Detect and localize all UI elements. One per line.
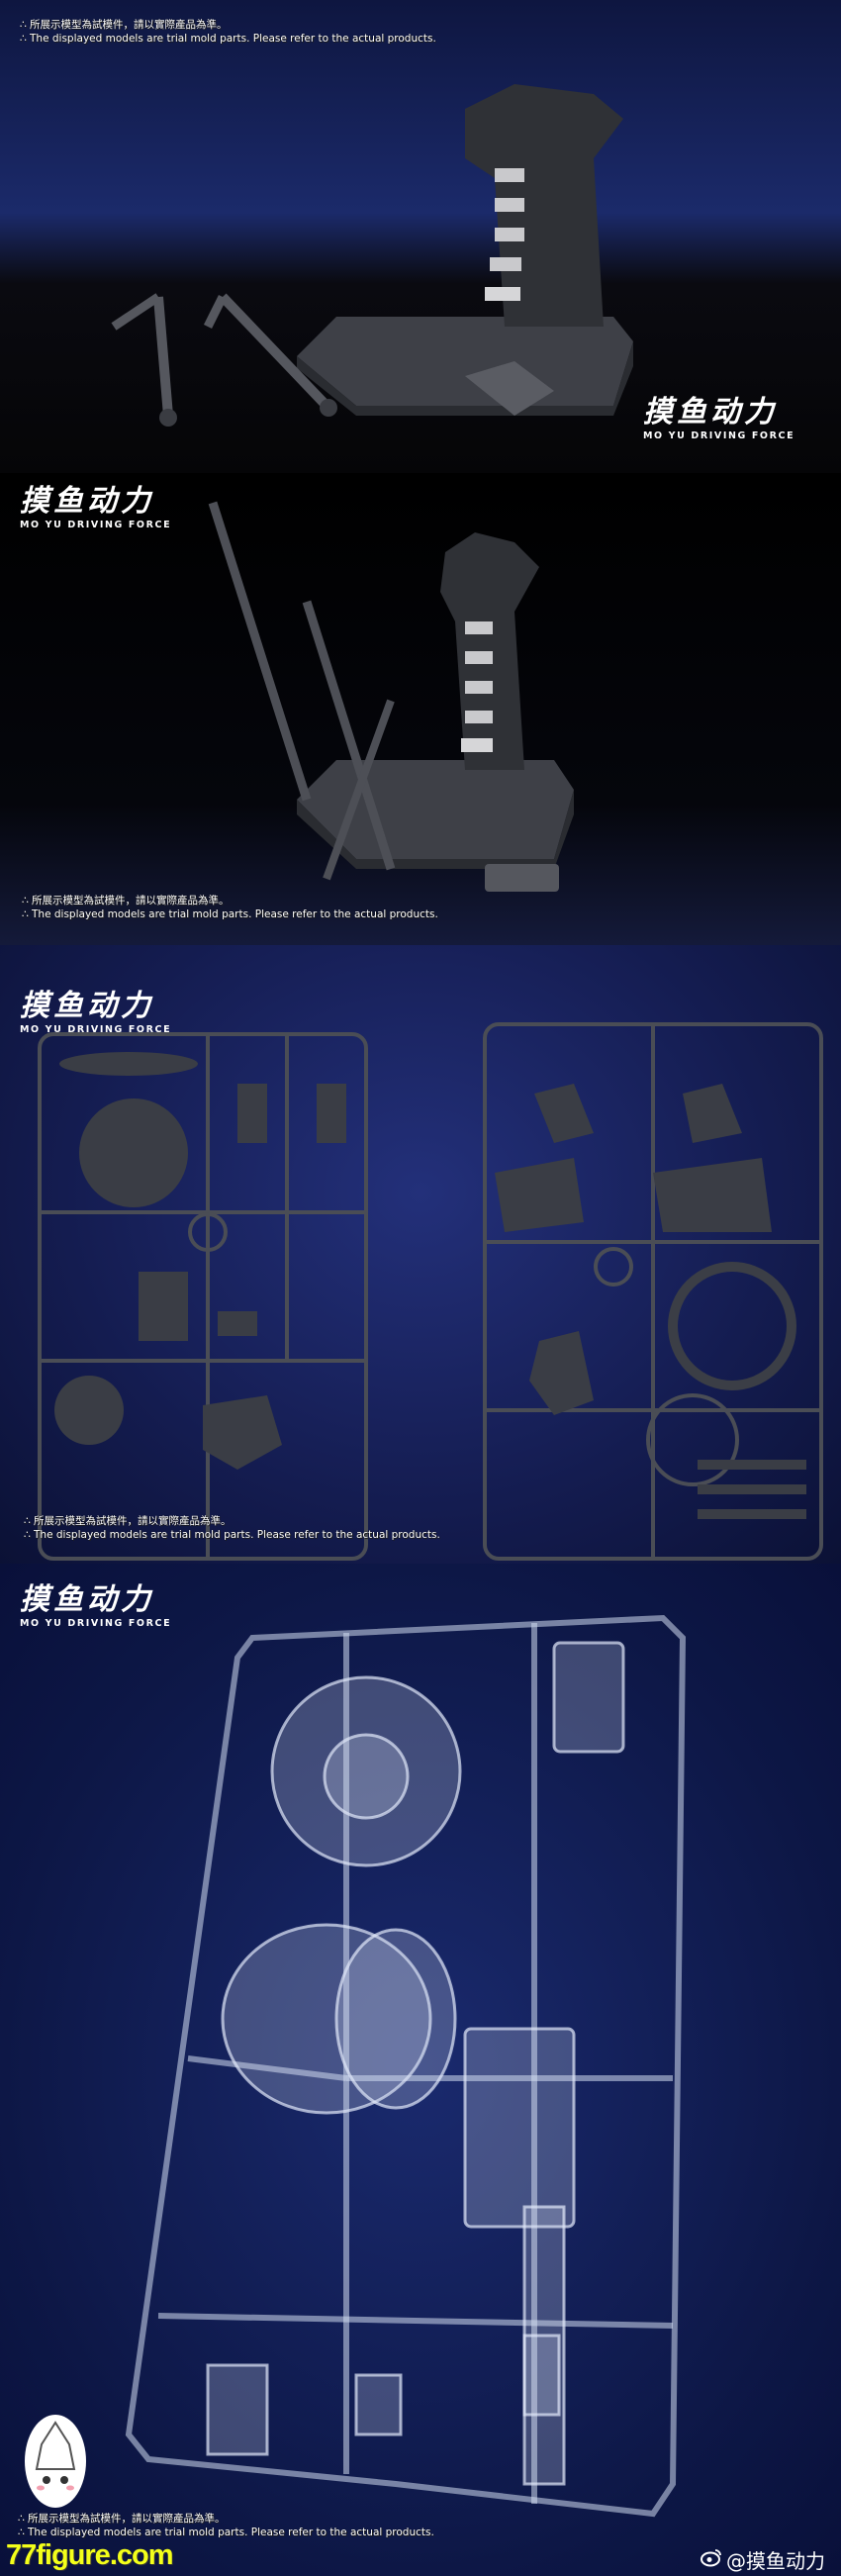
logo-en: MO YU DRIVING FORCE <box>20 520 172 530</box>
disclaimer-en: ∴ The displayed models are trial mold pa… <box>24 1529 440 1541</box>
weibo-icon <box>701 2547 722 2572</box>
brand-logo: 摸鱼动力 MO YU DRIVING FORCE <box>20 485 171 532</box>
avatar-illustration <box>35 2421 76 2491</box>
brand-logo: 摸鱼动力 MO YU DRIVING FORCE <box>20 1583 171 1631</box>
disclaimer-cn: ∴ 所展示模型為試模件，請以實際產品為準。 <box>20 19 228 31</box>
watermark-site: 77figure.com <box>6 2539 173 2571</box>
product-photo-stand-1: ∴ 所展示模型為試模件，請以實際產品為準。 ∴ The displayed mo… <box>0 0 841 473</box>
disclaimer: ∴ 所展示模型為試模件，請以實際產品為準。 ∴ The displayed mo… <box>22 894 438 921</box>
disclaimer: ∴ 所展示模型為試模件，請以實際產品為準。 ∴ The displayed mo… <box>24 1514 440 1542</box>
disclaimer: ∴ 所展示模型為試模件，請以實際產品為準。 ∴ The displayed mo… <box>20 18 436 46</box>
brand-logo: 摸鱼动力 MO YU DRIVING FORCE <box>643 396 794 443</box>
disclaimer-en: ∴ The displayed models are trial mold pa… <box>22 908 438 920</box>
logo-cn: 摸鱼动力 <box>20 1582 154 1617</box>
logo-en: MO YU DRIVING FORCE <box>643 430 795 441</box>
logo-cn: 摸鱼动力 <box>20 989 154 1023</box>
logo-cn: 摸鱼动力 <box>20 484 154 519</box>
disclaimer: ∴ 所展示模型為試模件，請以實際產品為準。 ∴ The displayed mo… <box>18 2512 434 2539</box>
weibo-watermark: @摸鱼动力 <box>701 2545 825 2574</box>
stand-illustration <box>208 501 574 892</box>
disclaimer-cn: ∴ 所展示模型為試模件，請以實際產品為準。 <box>18 2513 226 2525</box>
sprue-illustration <box>38 1022 823 1561</box>
logo-en: MO YU DRIVING FORCE <box>20 1024 172 1035</box>
logo-en: MO YU DRIVING FORCE <box>20 1618 172 1629</box>
product-photo-sprue-clear: 摸鱼动力 MO YU DRIVING FORCE ∴ 所展示模型為試模件，請以實… <box>0 1564 841 2576</box>
weibo-handle: @摸鱼动力 <box>726 2549 825 2573</box>
product-photo-stand-2: 摸鱼动力 MO YU DRIVING FORCE ∴ 所展示模型為試模件，請以實… <box>0 473 841 945</box>
disclaimer-cn: ∴ 所展示模型為試模件，請以實際產品為準。 <box>24 1515 232 1527</box>
disclaimer-cn: ∴ 所展示模型為試模件，請以實際產品為準。 <box>22 895 230 906</box>
product-photo-sprues-grey: 摸鱼动力 MO YU DRIVING FORCE ∴ 所展示模型為試模件，請以實… <box>0 945 841 1564</box>
watermark-avatar <box>25 2415 86 2508</box>
disclaimer-en: ∴ The displayed models are trial mold pa… <box>20 33 436 45</box>
clear-sprue-illustration <box>125 1614 687 2518</box>
stand-illustration <box>111 84 633 427</box>
disclaimer-en: ∴ The displayed models are trial mold pa… <box>18 2527 434 2538</box>
logo-cn: 摸鱼动力 <box>643 395 778 429</box>
brand-logo: 摸鱼动力 MO YU DRIVING FORCE <box>20 990 171 1037</box>
